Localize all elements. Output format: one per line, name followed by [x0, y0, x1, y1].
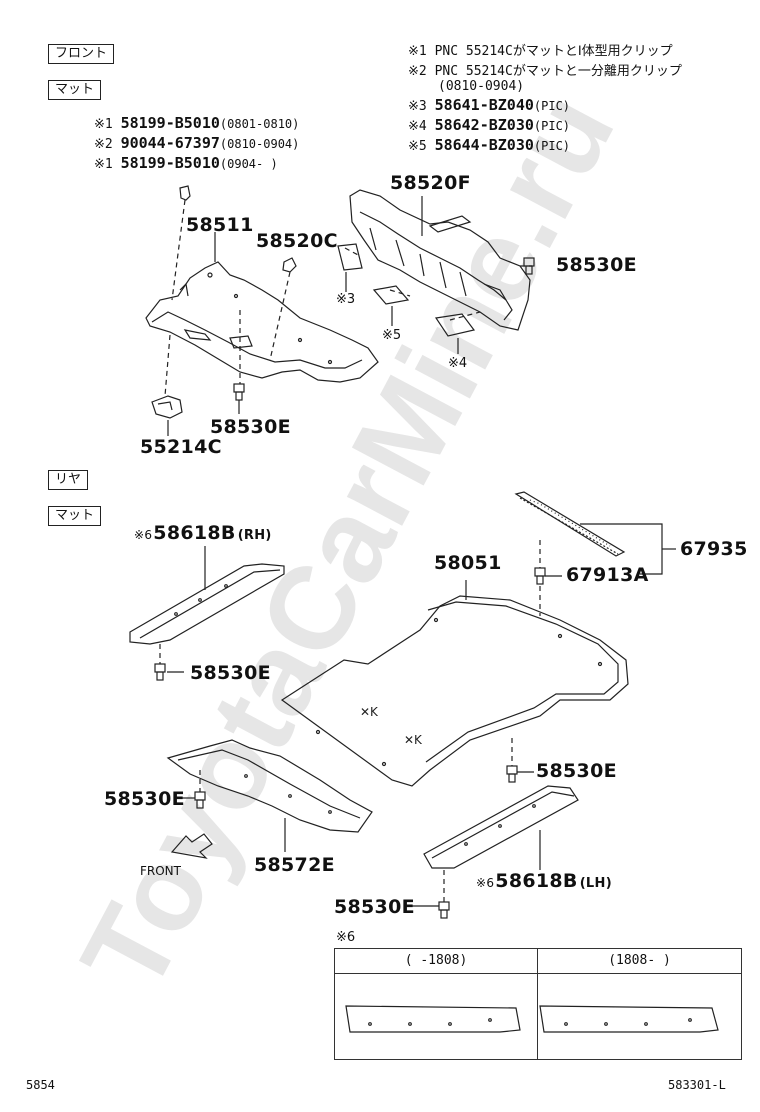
- side-cover-58618B-RH: [129, 563, 285, 645]
- clip-67913A: [534, 567, 546, 585]
- note-right-2: ※2 PNC 55214Cがマットと一分離用クリップ: [408, 64, 682, 79]
- clip-55214C: [151, 395, 183, 436]
- part-58530E-front-right: 58530E: [556, 254, 637, 276]
- side-cover-58618B-LH: [423, 785, 579, 869]
- page-number: 5854: [26, 1078, 55, 1092]
- clip-58520C: [282, 257, 297, 273]
- front-arrow-label: FRONT: [140, 864, 181, 878]
- part-58572E: 58572E: [254, 854, 335, 876]
- part-58530E-front: 58530E: [210, 416, 291, 438]
- bolt-58530E-front: [233, 383, 245, 414]
- rear-label: リヤ: [48, 470, 89, 490]
- variant-table: ( -1808) (1808- ): [334, 948, 742, 1060]
- part-58618B-rh: ※658618B(RH): [134, 522, 272, 544]
- note-right-4: ※4 58642-BZ030(PIC): [408, 116, 571, 134]
- mark-5: ※5: [382, 328, 402, 343]
- part-58530E-rh: 58530E: [190, 662, 271, 684]
- note-left-2: ※2 90044-67397(0810-0904): [94, 134, 300, 152]
- part-58530E-left: 58530E: [104, 788, 185, 810]
- front-mat-label: マット: [48, 80, 102, 100]
- table-part-new: [539, 1005, 719, 1033]
- front-floor-mat-58511: [145, 261, 379, 383]
- mat-mark-2: ✕K: [404, 733, 423, 747]
- part-58530E-lh: 58530E: [334, 896, 415, 918]
- part-55214C: 55214C: [140, 436, 222, 458]
- clip-58199: [179, 185, 191, 201]
- part-58530E-mid: 58530E: [536, 760, 617, 782]
- part-58520C: 58520C: [256, 230, 338, 252]
- diagram-code: 583301-L: [668, 1078, 726, 1092]
- pad-58641: [337, 243, 363, 271]
- rear-floor-mat-58051: ✕K ✕K: [280, 595, 629, 787]
- note-left-1: ※1 58199-B5010(0801-0810): [94, 114, 300, 132]
- rear-cover-58572E: [166, 739, 373, 833]
- mark-4: ※4: [448, 356, 468, 371]
- rear-mat-label: マット: [48, 506, 102, 526]
- mark-3: ※3: [336, 292, 356, 307]
- pad-58644: [372, 285, 410, 305]
- table-col-1: ( -1808): [335, 949, 537, 974]
- bolt-58530E-rear-mid: [506, 765, 518, 783]
- bolt-58530E-front-right: [523, 257, 535, 275]
- part-58618B-lh: ※658618B(LH): [476, 870, 612, 892]
- retainer-strip-67935: [514, 491, 626, 557]
- pad-58642: [434, 313, 476, 337]
- bolt-58530E-rear-rh: [154, 663, 166, 681]
- part-58511: 58511: [186, 214, 254, 236]
- note-right-3: ※3 58641-BZ040(PIC): [408, 96, 571, 114]
- note-right-5: ※5 58644-BZ030(PIC): [408, 136, 571, 154]
- table-col-2: (1808- ): [538, 949, 741, 974]
- bolt-58530E-rear-lh: [438, 901, 450, 919]
- note-left-3: ※1 58199-B5010(0904- ): [94, 154, 278, 172]
- table-mark: ※6: [336, 930, 356, 945]
- front-label: フロント: [48, 44, 115, 64]
- front-silencer-58520F: [349, 189, 531, 331]
- part-67935: 67935: [680, 538, 748, 560]
- note-right-1: ※1 PNC 55214CがマットとⅠ体型用クリップ: [408, 44, 673, 59]
- note-right-2-range: (0810-0904): [438, 79, 525, 94]
- front-arrow: [170, 833, 213, 859]
- part-67913A: 67913A: [566, 564, 649, 586]
- part-58051: 58051: [434, 552, 502, 574]
- table-part-old: [345, 1005, 521, 1033]
- mat-mark-1: ✕K: [360, 705, 379, 719]
- part-58520F: 58520F: [390, 172, 471, 194]
- bolt-58530E-rear-left: [194, 791, 206, 809]
